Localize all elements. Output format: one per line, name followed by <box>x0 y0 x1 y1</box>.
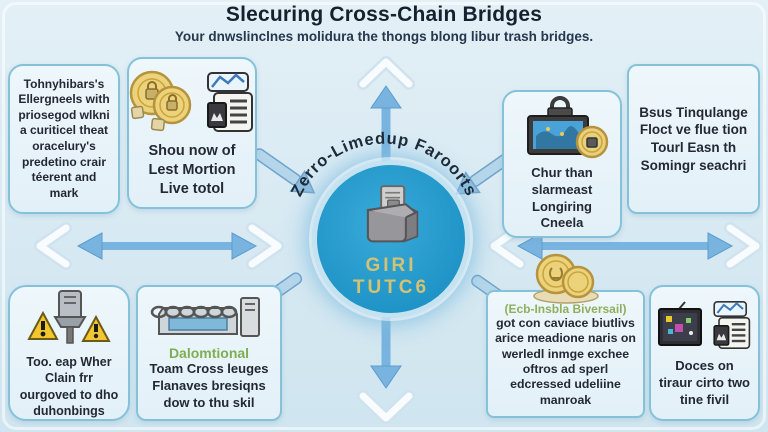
chevron-up-icon <box>357 56 415 90</box>
box-mid-right: Chur than slarmeast Longiring Cneela <box>502 90 622 238</box>
box-bottom-mid-left-heading: Dalomtional <box>168 345 250 362</box>
box-top-mid-left-text: Shou now of Lest Mortion Live totol <box>148 143 236 197</box>
box-bottom-mid-right-heading: (Ecb-Insbla Biversail) <box>504 302 627 316</box>
locked-case-map-icon <box>514 95 610 165</box>
center-hub: GIRI TUTC6 <box>312 160 470 318</box>
page-title: Slecuring Cross-Chain Bridges <box>225 3 543 26</box>
box-top-right-text: Bsus Tinqulange Floct ve flue tion Tourl… <box>639 104 748 173</box>
ribbon-arrow-top-left <box>253 148 316 194</box>
box-mid-right-text: Chur than slarmeast Longiring Cneela <box>531 164 593 231</box>
box-bottom-mid-left-icons <box>149 294 269 345</box>
box-bottom-right-text: Doces on tiraur cirto two tine fivil <box>658 358 750 407</box>
box-bottom-left-text: Too. eap Wher Clain frr ourgoved to dho … <box>19 355 119 418</box>
chevron-down-icon <box>357 390 415 424</box>
arrow-down <box>370 306 402 389</box>
monitor-pixels-icon <box>655 299 705 356</box>
box-mid-right-icons <box>514 95 610 165</box>
hub-label-line1: GIRI <box>365 255 417 277</box>
box-bottom-right: Doces on tiraur cirto two tine fivil <box>649 285 760 421</box>
tower-warning-icon <box>19 287 119 354</box>
arrow-up <box>370 85 402 162</box>
box-bottom-left: Too. eap Wher Clain frr ourgoved to dho … <box>8 285 130 421</box>
box-top-mid-left: Shou now of Lest Mortion Live totol <box>127 57 257 209</box>
arrow-right-double <box>516 232 734 260</box>
gold-coins-icon <box>526 252 608 309</box>
chevron-right-icon <box>246 222 284 270</box>
box-top-mid-left-icons <box>126 67 258 142</box>
chevron-left-icon <box>34 222 72 270</box>
box-bottom-mid-right-text: got con caviace biutlivs arice meadione … <box>495 316 636 407</box>
box-top-left-text: Tohnyhibars's Ellergneels with priosegod… <box>18 76 110 200</box>
box-top-left: Tohnyhibars's Ellergneels with priosegod… <box>8 64 120 214</box>
box-bottom-mid-left: Dalomtional Toam Cross leuges Flanaves b… <box>136 285 282 421</box>
box-top-right: Bsus Tinqulange Floct ve flue tion Tourl… <box>627 64 760 214</box>
box-bottom-left-icons <box>19 287 119 354</box>
box-bottom-mid-left-text: Toam Cross leuges Flanaves bresiqns dow … <box>149 361 269 410</box>
box-bottom-mid-right: (Ecb-Insbla Biversail) got con caviace b… <box>486 253 645 418</box>
arrow-left-double <box>76 232 258 260</box>
bridge-chain-icon <box>149 294 269 345</box>
hub-label-line2: TUTC6 <box>352 277 430 299</box>
box-bottom-right-icons <box>655 297 755 358</box>
document-chart-icon <box>200 67 258 142</box>
document-chart-icon <box>707 297 755 358</box>
page-subtitle: Your dnwslinclnes molidura the thongs bl… <box>174 29 594 44</box>
briefcase-documents-icon <box>358 183 424 252</box>
gold-coins-lock-icon <box>126 67 198 142</box>
chevron-right-icon <box>724 222 762 270</box>
